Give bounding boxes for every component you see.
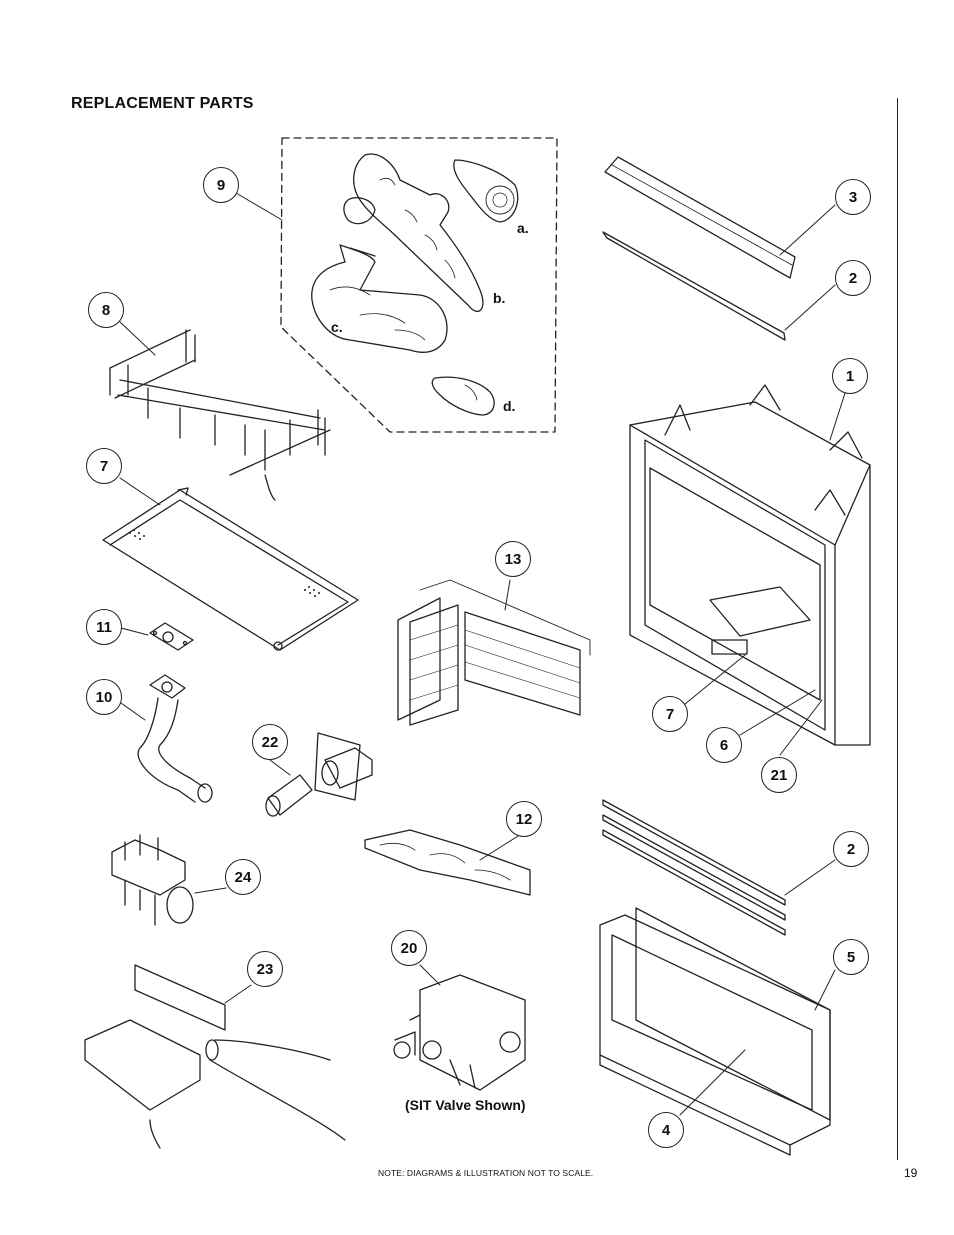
- burner-tray: [102, 487, 359, 651]
- fitting-22: [265, 732, 373, 817]
- callout-5: 5: [833, 939, 869, 975]
- callout-13: 13: [495, 541, 531, 577]
- valve-24: [111, 834, 194, 926]
- page-title: REPLACEMENT PARTS: [71, 95, 254, 112]
- callout-6: 6: [706, 727, 742, 763]
- firebox: [629, 384, 871, 746]
- valve-caption: (SIT Valve Shown): [405, 1097, 526, 1113]
- callout-21: 21: [761, 757, 797, 793]
- gasket: [149, 622, 194, 651]
- screen-frame: [599, 907, 831, 1156]
- callout-3: 3: [835, 179, 871, 215]
- trim-parts-top: [602, 156, 796, 341]
- page-margin-rule: [897, 98, 898, 1160]
- log-set-group: [280, 137, 558, 433]
- page-number: 19: [904, 1166, 918, 1180]
- log-label-b: b.: [493, 290, 506, 306]
- callout-10: 10: [86, 679, 122, 715]
- callout-22: 22: [252, 724, 288, 760]
- sit-valve: [393, 974, 526, 1091]
- log-grate: [109, 329, 331, 501]
- callout-20: 20: [391, 930, 427, 966]
- callout-4: 4: [648, 1112, 684, 1148]
- leader-lines: [119, 192, 846, 1116]
- callout-12: 12: [506, 801, 542, 837]
- callout-2-bottom: 2: [833, 831, 869, 867]
- refractory-panels: [397, 579, 591, 726]
- callout-7-box: 7: [652, 696, 688, 732]
- log-label-c: c.: [331, 319, 343, 335]
- callout-11: 11: [86, 609, 122, 645]
- log-label-d: d.: [503, 398, 516, 414]
- flex-connector: [137, 674, 213, 803]
- log-label-a: a.: [517, 220, 529, 236]
- callout-1: 1: [832, 358, 868, 394]
- callout-23: 23: [247, 951, 283, 987]
- trim-parts-bottom: [602, 799, 786, 936]
- callout-24: 24: [225, 859, 261, 895]
- callout-8: 8: [88, 292, 124, 328]
- scale-note: NOTE: DIAGRAMS & ILLUSTRATION NOT TO SCA…: [378, 1168, 594, 1178]
- ember-pieces: [364, 829, 531, 896]
- callout-7-tray: 7: [86, 448, 122, 484]
- pilot-assembly: [84, 964, 346, 1149]
- callout-2-top: 2: [835, 260, 871, 296]
- callout-9: 9: [203, 167, 239, 203]
